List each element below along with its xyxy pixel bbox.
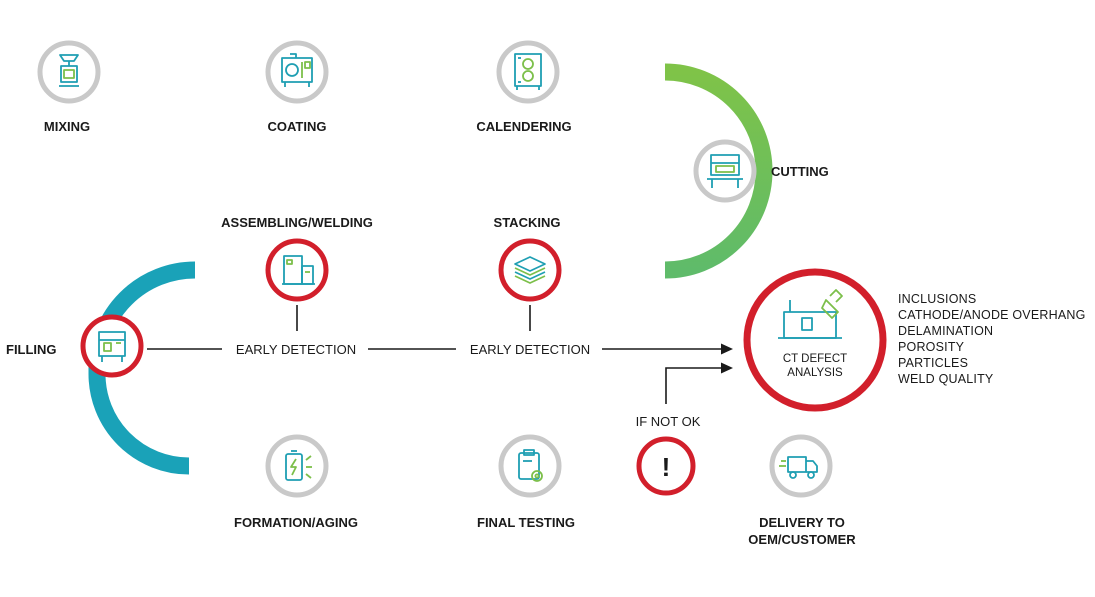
station-calendering bbox=[496, 40, 560, 104]
defect-item: CATHODE/ANODE OVERHANG bbox=[898, 308, 1086, 322]
alert-checkpoint: ! bbox=[636, 436, 696, 496]
early-detection-1: EARLY DETECTION bbox=[236, 342, 356, 357]
station-delivery bbox=[769, 434, 833, 498]
coating-machine-icon bbox=[281, 53, 313, 87]
ct-title-line1: CT DEFECT bbox=[783, 353, 847, 365]
label-formation: FORMATION/AGING bbox=[234, 515, 358, 530]
defect-item: POROSITY bbox=[898, 340, 965, 354]
battery-charge-icon bbox=[285, 450, 312, 481]
label-assembling: ASSEMBLING/WELDING bbox=[221, 215, 373, 230]
arrowhead-main bbox=[721, 343, 733, 355]
ct-defect-analysis: CT DEFECT ANALYSIS bbox=[743, 268, 887, 412]
station-formation bbox=[265, 434, 329, 498]
if-not-ok-line bbox=[665, 367, 722, 404]
path-right-curve bbox=[664, 63, 773, 279]
alert-symbol: ! bbox=[662, 452, 671, 482]
defect-list: INCLUSIONS CATHODE/ANODE OVERHANG DELAMI… bbox=[898, 292, 1086, 386]
ct-scanner-icon bbox=[778, 289, 843, 339]
station-filling bbox=[80, 314, 144, 378]
assembly-cabinet-icon bbox=[282, 255, 315, 285]
station-stacking bbox=[498, 238, 562, 302]
clipboard-gear-icon bbox=[518, 449, 543, 482]
label-coating: COATING bbox=[268, 119, 327, 134]
delivery-truck-icon bbox=[779, 456, 818, 479]
station-cutting bbox=[693, 139, 757, 203]
ct-title-line2: ANALYSIS bbox=[787, 367, 843, 379]
arrowheads bbox=[721, 343, 733, 374]
detection-labels: EARLY DETECTION EARLY DETECTION IF NOT O… bbox=[236, 342, 701, 429]
defect-item: DELAMINATION bbox=[898, 324, 993, 338]
calender-rollers-icon bbox=[514, 53, 542, 90]
label-stacking: STACKING bbox=[494, 215, 561, 230]
station-coating bbox=[265, 40, 329, 104]
defect-item: WELD QUALITY bbox=[898, 372, 994, 386]
station-mixing bbox=[37, 40, 101, 104]
mixer-icon bbox=[59, 54, 79, 87]
defect-item: INCLUSIONS bbox=[898, 292, 976, 306]
label-delivery-line2: OEM/CUSTOMER bbox=[748, 532, 856, 547]
early-detection-2: EARLY DETECTION bbox=[470, 342, 590, 357]
label-filling: FILLING bbox=[6, 342, 57, 357]
if-not-ok-label: IF NOT OK bbox=[636, 414, 701, 429]
arrowhead-if-not-ok bbox=[721, 362, 733, 374]
filling-machine-icon bbox=[98, 331, 126, 362]
detection-connectors bbox=[147, 305, 722, 404]
stack-layers-icon bbox=[514, 256, 546, 284]
label-cutting: CUTTING bbox=[771, 164, 829, 179]
station-labels: MIXING COATING CALENDERING CUTTING ASSEM… bbox=[6, 119, 856, 547]
defect-item: PARTICLES bbox=[898, 356, 968, 370]
station-final-testing bbox=[498, 434, 562, 498]
cutting-machine-icon bbox=[707, 154, 743, 188]
label-calendering: CALENDERING bbox=[476, 119, 571, 134]
station-assembling bbox=[265, 238, 329, 302]
label-final-testing: FINAL TESTING bbox=[477, 515, 575, 530]
label-delivery-line1: DELIVERY TO bbox=[759, 515, 845, 530]
label-mixing: MIXING bbox=[44, 119, 90, 134]
